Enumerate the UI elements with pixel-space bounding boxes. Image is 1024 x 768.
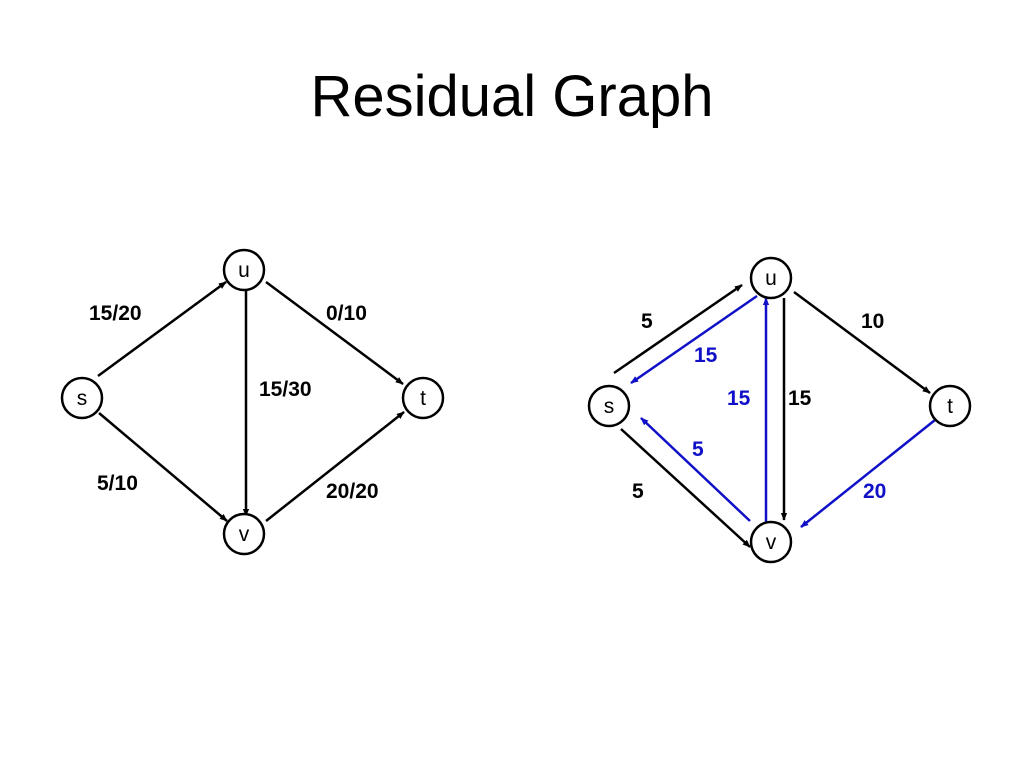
residual-label-u-t: 10 [861, 310, 884, 333]
residual-edge-t-v [800, 419, 936, 528]
flow-edge-v-t [265, 411, 405, 522]
flow-label-u-t: 0/10 [326, 302, 367, 325]
residual-edge-s-v [620, 428, 751, 548]
flow-network-graph: 15/20 0/10 15/30 5/10 20/20 u s t v [60, 248, 445, 556]
residual-node-v: v [749, 520, 793, 564]
residual-node-s: s [587, 384, 631, 428]
residual-label-v-s: 5 [692, 438, 704, 461]
flow-node-s: s [60, 376, 104, 420]
residual-edge-s-u [613, 283, 743, 375]
residual-node-v-label: v [766, 531, 777, 554]
residual-node-u-label: u [765, 267, 777, 290]
residual-label-u-s: 15 [694, 344, 718, 367]
residual-node-u: u [749, 256, 793, 300]
flow-label-v-t: 20/20 [326, 480, 379, 503]
flow-edge-u-t [265, 280, 404, 386]
flow-node-v-label: v [239, 523, 250, 546]
flow-label-s-v: 5/10 [97, 472, 138, 495]
flow-edge-s-v [98, 412, 228, 522]
residual-label-s-u: 5 [641, 310, 653, 333]
flow-node-t-label: t [420, 387, 426, 410]
residual-graph: 5 15 10 15 15 5 5 20 u s t v [587, 256, 972, 564]
residual-node-s-label: s [604, 395, 615, 418]
slide-title: Residual Graph [310, 64, 714, 129]
residual-edge-u-s [630, 294, 758, 385]
residual-label-t-v: 20 [863, 480, 886, 503]
flow-node-u: u [222, 248, 266, 292]
residual-label-u-v: 15 [788, 387, 812, 410]
residual-label-s-v: 5 [632, 480, 644, 503]
residual-node-t: t [928, 384, 972, 428]
flow-node-t: t [401, 376, 445, 420]
flow-node-u-label: u [238, 259, 250, 282]
residual-edge-v-s [640, 417, 751, 522]
residual-label-v-u: 15 [727, 387, 751, 410]
flow-label-u-v: 15/30 [259, 378, 312, 401]
residual-edge-u-t [793, 290, 931, 395]
flow-edge-s-u [97, 280, 227, 378]
flow-node-s-label: s [77, 387, 88, 410]
flow-label-s-u: 15/20 [89, 302, 142, 325]
flow-node-v: v [222, 512, 266, 556]
residual-node-t-label: t [947, 395, 953, 418]
